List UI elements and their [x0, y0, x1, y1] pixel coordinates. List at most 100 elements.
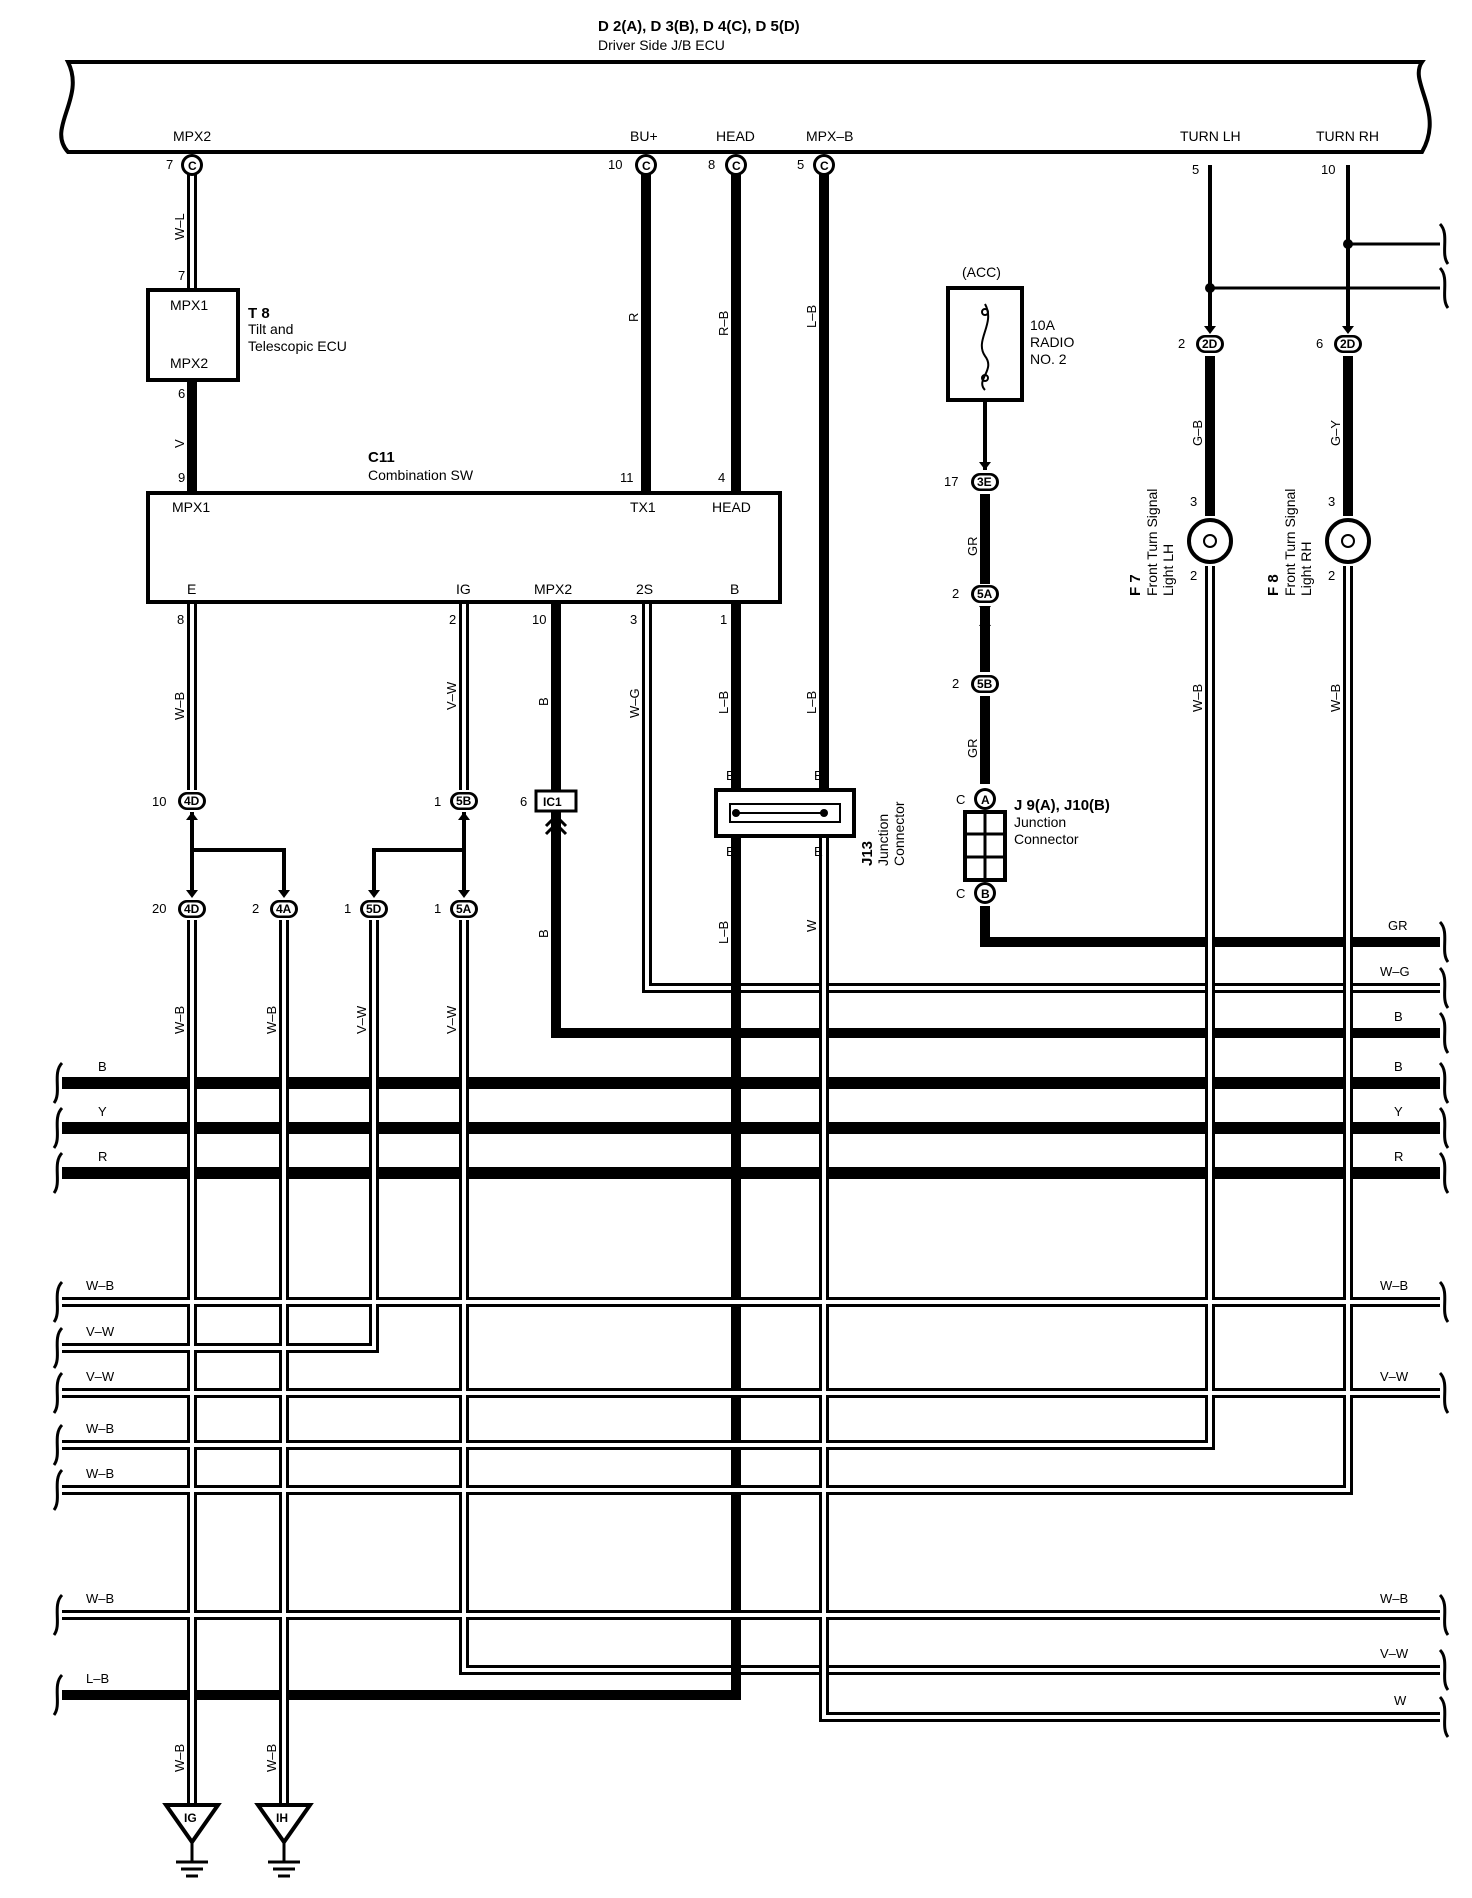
left-bus-breaks: [52, 1061, 64, 1716]
t8-id: T 8: [248, 305, 270, 322]
pin-number: 3: [630, 612, 637, 627]
ecu-term-head: HEAD: [716, 128, 755, 144]
f8-name-line1: Front Turn Signal: [1282, 489, 1298, 596]
wire-label: W–B: [1190, 684, 1205, 712]
ecu-term-turn-rh: TURN RH: [1316, 128, 1379, 144]
pin-number: 10: [608, 157, 622, 172]
connector-code: 2D: [1202, 337, 1218, 351]
pin-number: 2: [952, 676, 959, 691]
c11-name: Combination SW: [368, 467, 474, 483]
pin-number: 7: [178, 268, 185, 283]
bus-label-left: L–B: [86, 1671, 109, 1686]
bus-label-right: GR: [1388, 918, 1408, 933]
j9-name-line2: Connector: [1014, 831, 1079, 847]
c11-combination-switch: C11 Combination SW 9 11 4 MPX1 TX1 HEAD …: [146, 449, 782, 627]
bus-label-right: B: [1394, 1059, 1403, 1074]
wire-label: W: [804, 919, 819, 932]
c11-term-tx1: TX1: [630, 499, 656, 515]
inline-connectors: 17 3E 2 5A 2 5B 10 4D 20 4D 2 4A 1 5B: [152, 283, 1362, 918]
bus-label-left: W–B: [86, 1591, 114, 1606]
pin-number: 2: [1178, 336, 1185, 351]
wires: [62, 165, 1440, 1805]
f8-name-line2: Light RH: [1298, 542, 1314, 596]
j13-junction-connector: E E E E J13 Junction Connector: [714, 768, 907, 866]
pin-number: 4: [718, 470, 725, 485]
t8-name-line1: Tilt and: [248, 321, 293, 337]
wire-label: V–W: [354, 1005, 369, 1034]
bus-label-right: W–B: [1380, 1591, 1408, 1606]
connector-code: 4D: [184, 902, 200, 916]
wire-label: W–B: [1328, 684, 1343, 712]
bus-label-right: V–W: [1380, 1369, 1409, 1384]
bus-label-right: W: [1394, 1693, 1407, 1708]
bus-label-right: B: [1394, 1009, 1403, 1024]
ecu-term-mpx2: MPX2: [173, 128, 211, 144]
wire-label: G–B: [1190, 420, 1205, 446]
c11-id: C11: [368, 449, 395, 466]
bus-label-right: R: [1394, 1149, 1403, 1164]
connector-code: 2D: [1340, 337, 1356, 351]
c11-term-b: B: [730, 581, 739, 597]
ecu-term-mpxb: MPX–B: [806, 128, 853, 144]
f7-name-line1: Front Turn Signal: [1144, 489, 1160, 596]
ground-code: IH: [276, 1811, 288, 1825]
ground-ig: IG: [162, 1803, 222, 1878]
connector-code: 5A: [456, 902, 472, 916]
pin-number: 10: [152, 794, 166, 809]
connector-code: C: [188, 159, 197, 173]
fuse-radio-no2: (ACC) 10A RADIO NO. 2: [946, 264, 1074, 470]
left-bus-labels: B Y R W–B V–W V–W W–B W–B W–B L–B: [86, 1059, 115, 1686]
pin-number: 11: [620, 470, 634, 485]
bus-label-left: W–B: [86, 1421, 114, 1436]
pin-number: 8: [177, 612, 184, 627]
bus-label-left: V–W: [86, 1324, 115, 1339]
c11-term-ig: IG: [456, 581, 471, 597]
f7-id: F 7: [1127, 574, 1144, 596]
wire-label: W–B: [172, 692, 187, 720]
j9-name-line1: Junction: [1014, 814, 1066, 830]
connector-code: 3E: [977, 475, 992, 489]
pin-number: 2: [449, 612, 456, 627]
wire-label: G–Y: [1328, 420, 1343, 446]
wire-label: V–W: [444, 1005, 459, 1034]
crossings: [190, 566, 1350, 1805]
t8-term-mpx2: MPX2: [170, 355, 208, 371]
connector-code: 4D: [184, 794, 200, 808]
wire-label: W–B: [172, 1006, 187, 1034]
wire-label: V: [172, 439, 187, 448]
ecu-term-bu: BU+: [630, 128, 658, 144]
t8-tilt-telescopic-ecu: 7 MPX1 MPX2 6 T 8 Tilt and Telescopic EC…: [146, 268, 347, 401]
connector-code: C: [820, 159, 829, 173]
wire-label: B: [536, 697, 551, 706]
pin-number: E: [814, 768, 823, 783]
connector-code: A: [981, 793, 990, 807]
pin-number: 2: [252, 901, 259, 916]
ecu-subtitle: Driver Side J/B ECU: [598, 37, 725, 53]
wire-label: R: [626, 313, 641, 322]
wire-label: GR: [965, 739, 980, 759]
connector-code: 5B: [456, 794, 472, 808]
wire-label: L–B: [716, 691, 731, 714]
bus-label-right: Y: [1394, 1104, 1403, 1119]
bus-label-left: Y: [98, 1104, 107, 1119]
f8-id: F 8: [1265, 574, 1282, 596]
connector-code: 4A: [276, 902, 292, 916]
connector-code: 5A: [977, 587, 993, 601]
pin-number: 1: [720, 612, 727, 627]
wire-label: L–B: [804, 305, 819, 328]
pin-number: 8: [708, 157, 715, 172]
c11-term-e: E: [187, 581, 196, 597]
j9-j10-junction-connector: C A C B J 9(A), J10(B) Junction Connecto…: [956, 788, 1110, 904]
wire-label: W–B: [172, 1744, 187, 1772]
f7-front-turn-signal-lh: 3 2 F 7 Front Turn Signal Light LH: [1127, 489, 1233, 596]
bus-label-left: R: [98, 1149, 107, 1164]
ground-code: IG: [184, 1811, 197, 1825]
pin-number: 1: [344, 901, 351, 916]
pin-number: 5: [797, 157, 804, 172]
wire-label: L–B: [804, 691, 819, 714]
pin-number: 3: [1328, 494, 1335, 509]
bus-label-right: W–B: [1380, 1278, 1408, 1293]
wire-label: W–G: [627, 688, 642, 718]
wire-label: B: [536, 929, 551, 938]
